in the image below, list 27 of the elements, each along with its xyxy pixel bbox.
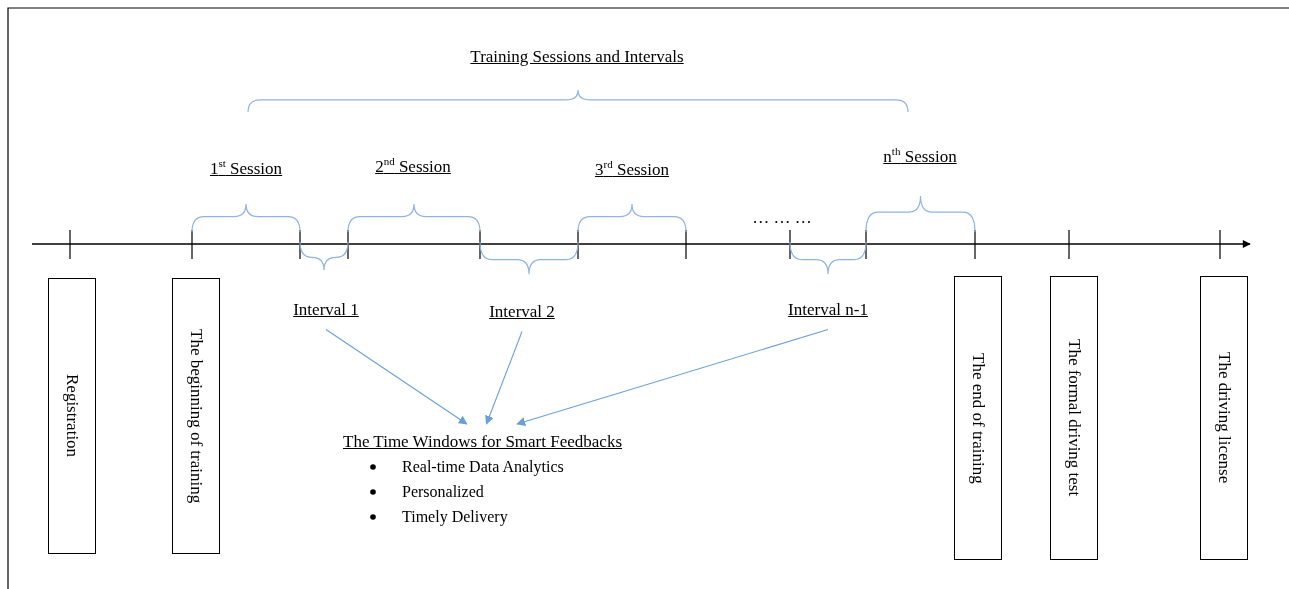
milestone-label: The driving license bbox=[1214, 352, 1234, 484]
milestone-label: Registration bbox=[62, 374, 82, 458]
feedback-text-block bbox=[343, 432, 622, 529]
interval-label: Interval n-1 bbox=[788, 300, 868, 320]
milestone-label: The beginning of training bbox=[186, 328, 206, 504]
session-label: 2$^{nd}$ Session bbox=[374, 155, 452, 177]
ellipsis-text: … … … bbox=[752, 209, 812, 228]
milestone-box bbox=[1050, 276, 1098, 560]
session-label: n$^{th}$ Session bbox=[882, 145, 958, 167]
milestone-box bbox=[48, 278, 96, 554]
interval-label: Interval 1 bbox=[293, 300, 359, 320]
milestone-box bbox=[954, 276, 1002, 560]
arrow bbox=[325, 329, 468, 425]
milestone-box bbox=[1200, 276, 1248, 560]
bullet-item: Personalized bbox=[402, 479, 622, 504]
diagram-title: Training Sessions and Intervals bbox=[470, 47, 684, 67]
feedback-heading: The Time Windows for Smart Feedbacks bbox=[343, 432, 622, 452]
milestone-label: The formal driving test bbox=[1064, 339, 1084, 497]
session-label: 3$^{rd}$ Session bbox=[594, 158, 670, 180]
bullet-item: Timely Delivery bbox=[402, 504, 622, 529]
interval-label: Interval 2 bbox=[489, 302, 555, 322]
session-label: 1$^{st}$ Session bbox=[208, 157, 284, 179]
milestone-label: The end of training bbox=[968, 352, 988, 484]
bullet-item: Real-time Data Analytics bbox=[402, 454, 622, 479]
arrow bbox=[485, 331, 523, 425]
milestone-box bbox=[172, 278, 220, 554]
arrow bbox=[516, 329, 829, 426]
